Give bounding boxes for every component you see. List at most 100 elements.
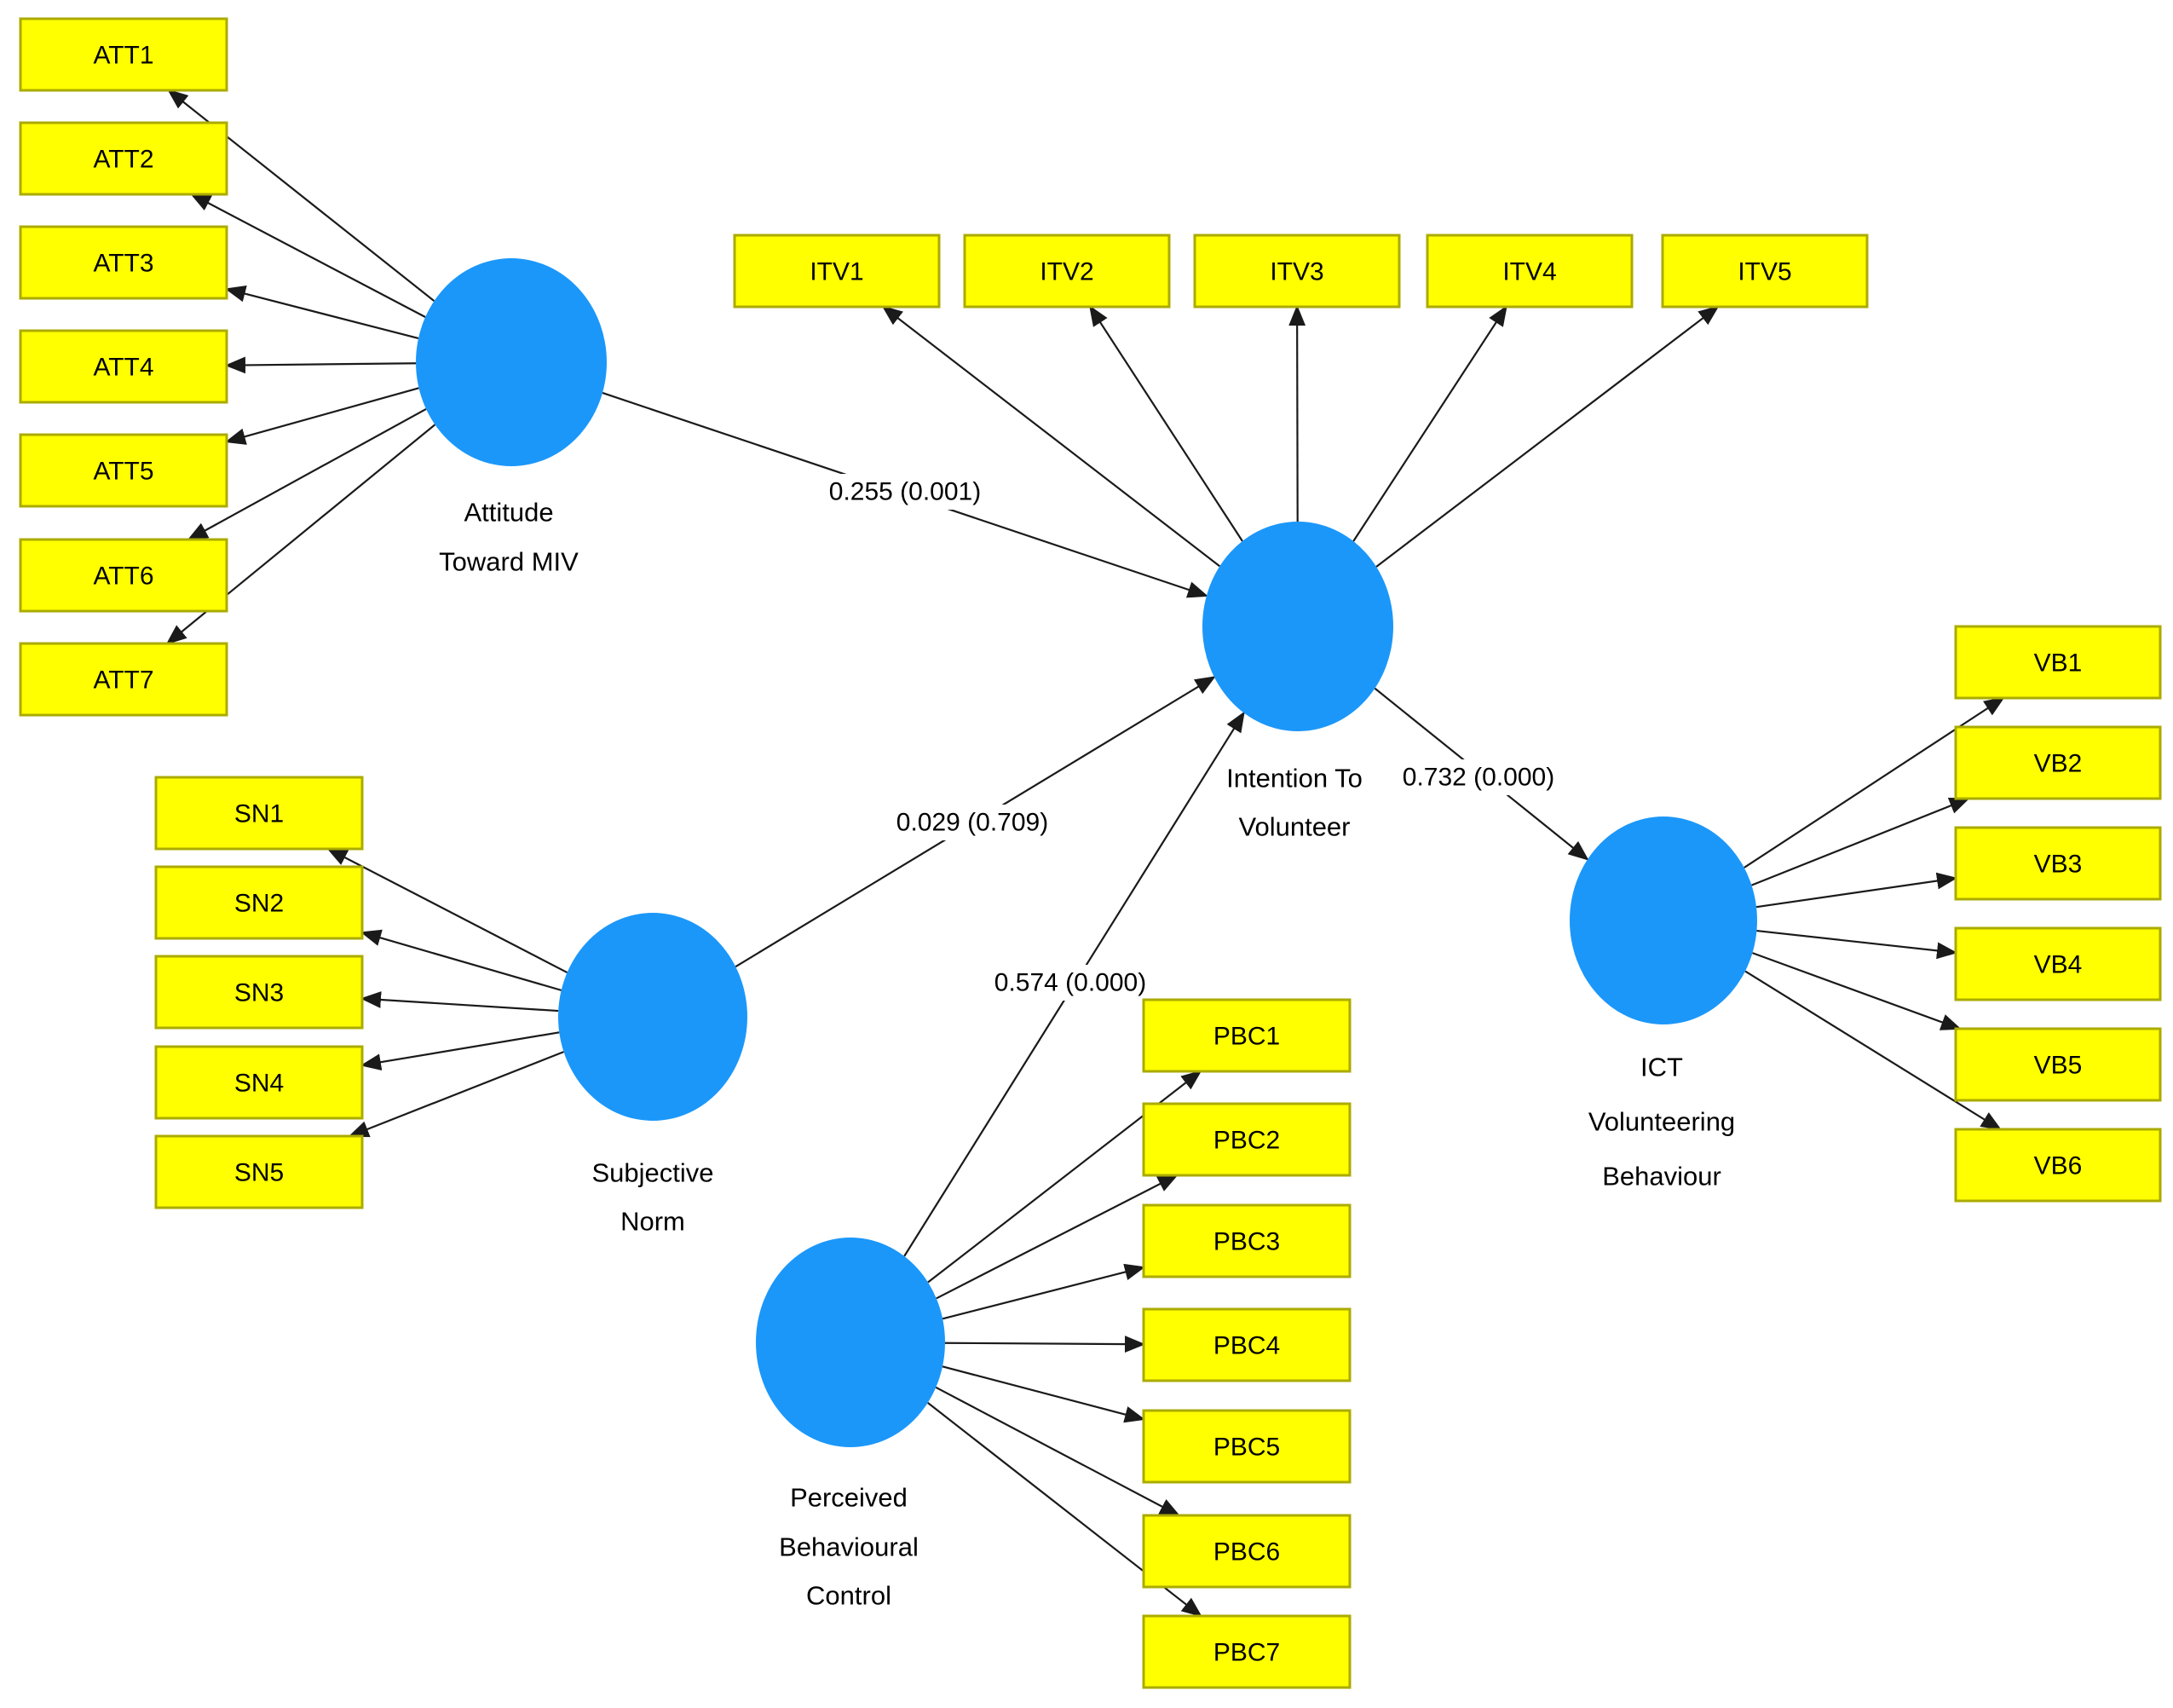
indicator-SN5	[154, 1134, 364, 1209]
edge-ict-VB4	[1756, 929, 1958, 960]
edge-subjective-SN3	[360, 991, 559, 1013]
indicator-PBC3	[1142, 1203, 1352, 1278]
indicator-label-SN5: SN5	[234, 1159, 284, 1187]
indicator-PBC5	[1142, 1409, 1352, 1484]
edge-attitude-ATT4	[224, 356, 417, 374]
path-coefficient-attitude-intention: 0.255 (0.001)	[829, 478, 981, 506]
indicator-label-VB1: VB1	[2034, 649, 2083, 678]
indicator-ITV3	[1193, 234, 1401, 309]
latent-label-subjective-line1: Subjective	[591, 1158, 713, 1188]
indicator-label-PBC5: PBC5	[1213, 1434, 1280, 1462]
edge-subjective-SN4	[360, 1031, 560, 1070]
latent-label-pbc-line3: Control	[806, 1581, 891, 1611]
latent-attitude	[416, 258, 607, 466]
edge-intention-ITV3	[1288, 304, 1306, 522]
indicator-label-VB5: VB5	[2034, 1052, 2083, 1080]
indicator-label-ATT3: ATT3	[93, 250, 153, 278]
edge-attitude-ATT3	[224, 286, 419, 340]
latent-label-attitude-line2: Toward MIV	[439, 547, 579, 577]
indicator-label-SN1: SN1	[234, 800, 284, 828]
indicator-label-SN3: SN3	[234, 979, 284, 1007]
path-coefficient-subjective-intention: 0.029 (0.709)	[896, 809, 1048, 837]
edge-pbc-PBC4	[944, 1336, 1146, 1353]
edge-ict-VB2	[1751, 797, 1970, 886]
indicator-label-ITV4: ITV4	[1502, 258, 1556, 286]
indicator-ITV5	[1661, 234, 1869, 309]
indicator-SN4	[154, 1045, 364, 1120]
edge-attitude-ATT6	[187, 407, 427, 541]
latent-label-pbc-line2: Behavioural	[779, 1532, 919, 1562]
edge-intention-ITV5	[1375, 305, 1720, 568]
latent-label-pbc-line1: Perceived	[790, 1483, 908, 1513]
indicator-ATT2	[19, 121, 228, 196]
indicator-label-ITV2: ITV2	[1040, 258, 1093, 286]
edge-attitude-ATT2	[190, 193, 426, 318]
path-coefficient-pbc-intention: 0.574 (0.000)	[994, 969, 1146, 997]
path-coefficient-intention-ict: 0.732 (0.000)	[1403, 764, 1554, 792]
indicator-ITV2	[963, 234, 1171, 309]
edge-ict-VB3	[1755, 872, 1958, 909]
indicator-label-VB3: VB3	[2034, 851, 2083, 879]
indicator-label-ATT5: ATT5	[93, 458, 153, 486]
indicator-SN1	[154, 776, 364, 851]
indicator-ATT1	[19, 17, 228, 92]
indicator-PBC4	[1142, 1307, 1352, 1382]
indicator-label-ATT6: ATT6	[93, 563, 153, 591]
indicator-ITV1	[733, 234, 941, 309]
edge-pbc-PBC6	[935, 1386, 1181, 1517]
edge-subjective-SN1	[326, 847, 568, 974]
indicator-label-VB2: VB2	[2034, 750, 2083, 778]
path-coefficient-bg-pbc-intention	[977, 965, 1164, 1001]
path-coefficient-bg-subjective-intention	[879, 805, 1066, 840]
latent-label-intention-line2: Volunteer	[1239, 812, 1351, 842]
edge-intention-ITV1	[881, 305, 1220, 568]
indicator-VB5	[1954, 1027, 2162, 1102]
indicator-PBC7	[1142, 1614, 1352, 1689]
indicator-VB4	[1954, 926, 2162, 1001]
latent-ict	[1570, 816, 1757, 1024]
indicator-label-ITV1: ITV1	[810, 258, 863, 286]
indicator-ATT3	[19, 225, 228, 300]
indicator-ATT4	[19, 329, 228, 404]
latent-pbc	[756, 1238, 945, 1447]
indicator-label-PBC3: PBC3	[1213, 1228, 1280, 1256]
indicator-label-SN2: SN2	[234, 890, 284, 918]
indicator-PBC1	[1142, 998, 1352, 1073]
path-label-bg-layer	[811, 474, 1572, 1001]
indicator-VB6	[1954, 1128, 2162, 1203]
latent-label-attitude-line1: Attitude	[464, 498, 553, 528]
latent-label-intention-line1: Intention To	[1226, 764, 1363, 793]
latent-intention	[1202, 522, 1393, 731]
indicator-label-PBC2: PBC2	[1213, 1127, 1280, 1155]
indicator-ITV4	[1426, 234, 1634, 309]
indicator-label-ITV5: ITV5	[1738, 258, 1791, 286]
indicator-VB3	[1954, 826, 2162, 901]
indicator-label-SN4: SN4	[234, 1070, 284, 1098]
indicator-ATT6	[19, 538, 228, 613]
path-coefficient-bg-attitude-intention	[811, 474, 999, 510]
edge-attitude-ATT5	[224, 387, 419, 445]
latent-label-ict-line2: Volunteering	[1588, 1107, 1735, 1137]
indicator-SN2	[154, 865, 364, 940]
indicator-VB2	[1954, 725, 2162, 800]
edge-subjective-SN5	[348, 1051, 564, 1138]
indicator-label-ATT7: ATT7	[93, 666, 153, 695]
indicator-PBC2	[1142, 1102, 1352, 1177]
edge-pbc-PBC3	[942, 1263, 1146, 1320]
indicator-label-ATT2: ATT2	[93, 146, 153, 174]
latent-label-ict-line1: ICT	[1640, 1053, 1683, 1082]
indicator-label-ITV3: ITV3	[1270, 258, 1323, 286]
indicator-SN3	[154, 955, 364, 1030]
text-layer: 0.255 (0.001) 0.029 (0.709) 0.574 (0.000) 0…	[93, 42, 2082, 1667]
edge-intention-ITV2	[1089, 305, 1243, 542]
indicator-label-ATT1: ATT1	[93, 42, 153, 70]
indicator-label-PBC4: PBC4	[1213, 1332, 1280, 1360]
edge-intention-ITV4	[1352, 305, 1507, 542]
latent-subjective	[558, 913, 747, 1121]
indicator-label-PBC6: PBC6	[1213, 1538, 1280, 1567]
edge-subjective-SN2	[360, 929, 562, 991]
indicator-label-ATT4: ATT4	[93, 354, 153, 382]
indicator-ATT5	[19, 433, 228, 508]
indicator-VB1	[1954, 625, 2162, 700]
